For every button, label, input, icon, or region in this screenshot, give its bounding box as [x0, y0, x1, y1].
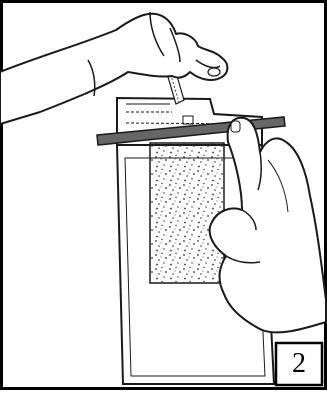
bag-window: [150, 143, 224, 283]
step-number-box: [276, 343, 322, 385]
